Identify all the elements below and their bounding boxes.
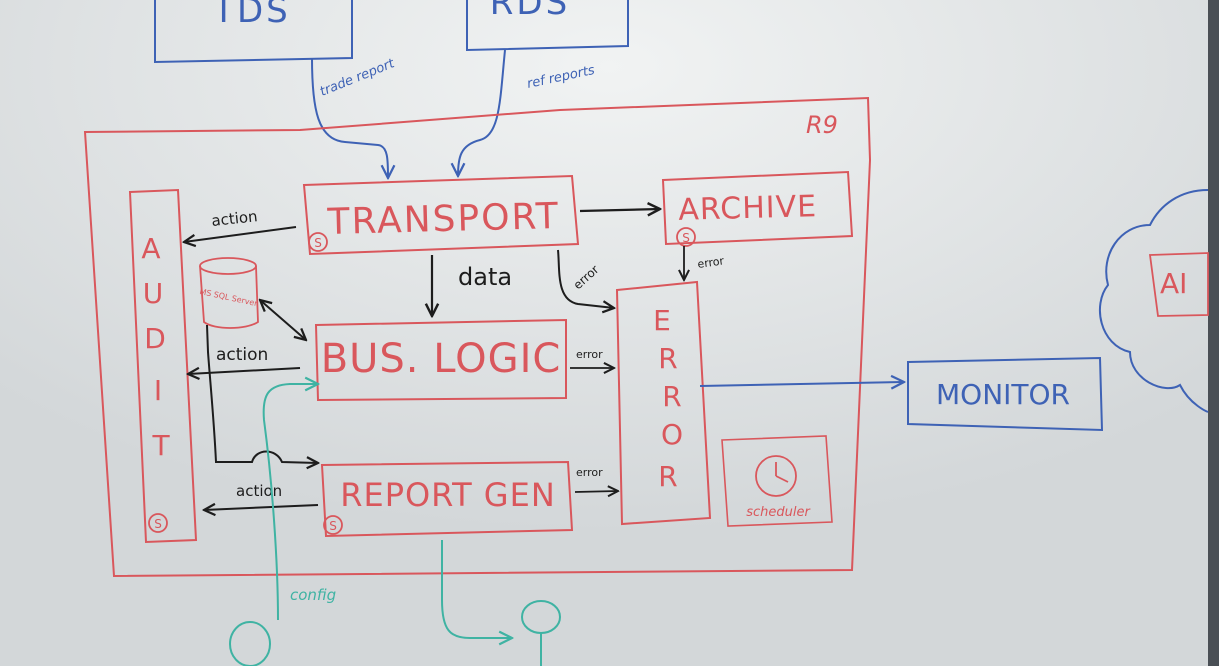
error-letter-r2: R — [662, 380, 681, 413]
audit-letter-t: T — [151, 429, 170, 462]
error-letter-e: E — [653, 304, 671, 337]
error-box: E R R O R — [615, 280, 712, 526]
error-letter-r3: R — [658, 460, 677, 493]
clock-icon — [755, 455, 797, 497]
action-label-top: action — [211, 207, 259, 230]
bus-logic-box: BUS. LOGIC — [314, 318, 567, 402]
scheduler-box: scheduler — [721, 435, 833, 527]
db-report-arrow — [206, 324, 318, 463]
monitor-box: MONITOR — [907, 356, 1104, 432]
audit-letter-a: A — [141, 232, 160, 265]
rds-label: RDS — [490, 0, 570, 23]
report-gen-label: REPORT GEN — [340, 476, 556, 514]
archive-service-mark — [676, 227, 696, 247]
rds-box: RDS — [466, 0, 629, 52]
audit-service-mark — [148, 513, 168, 533]
transport-audit-arrow — [184, 226, 297, 242]
report-error-arrow — [574, 491, 618, 492]
transport-error-arrow — [557, 249, 614, 308]
transport-archive-arrow — [579, 209, 660, 211]
action-label-mid: action — [216, 345, 268, 365]
archive-label: ARCHIVE — [678, 189, 818, 228]
error-monitor-arrow — [699, 382, 904, 386]
corner-mark: R9 — [806, 111, 838, 139]
transport-service-mark — [308, 232, 328, 252]
audit-box: A U D I T S — [128, 188, 198, 544]
monitor-label: MONITOR — [936, 378, 1070, 411]
db-bus-arrow — [260, 300, 306, 340]
scheduler-label: scheduler — [746, 505, 811, 520]
transport-service-letter: S — [314, 236, 322, 250]
error-letter-r1: R — [658, 342, 677, 375]
config-arrow — [262, 384, 318, 621]
tds-box: TDS — [154, 0, 353, 64]
trade-report-arrow — [311, 57, 388, 178]
report-gen-box: REPORT GEN S — [320, 460, 574, 538]
audit-service-letter: S — [154, 517, 162, 531]
error-label-bus: error — [576, 348, 603, 361]
archive-service-letter: S — [682, 231, 690, 245]
audit-letter-d: D — [144, 322, 166, 355]
tds-label: TDS — [212, 0, 291, 31]
report-output-arrow — [441, 540, 512, 638]
ref-report-arrow — [458, 49, 506, 176]
board-edge — [1208, 0, 1219, 666]
transport-box: TRANSPORT S — [302, 174, 580, 256]
error-label-report: error — [576, 466, 603, 479]
action-label-bottom: action — [236, 482, 282, 500]
audit-letter-i: I — [154, 374, 162, 407]
config-label: config — [290, 586, 336, 604]
error-letter-o: O — [661, 418, 683, 451]
archive-box: ARCHIVE S — [661, 170, 854, 247]
report-gen-service-letter: S — [329, 519, 337, 533]
bus-logic-label: BUS. LOGIC — [321, 336, 562, 382]
cloud-box-label: AI — [1160, 267, 1187, 300]
config-source-circle — [229, 621, 271, 666]
data-label: data — [458, 263, 512, 291]
bus-audit-arrow — [188, 368, 301, 374]
system-boundary — [83, 96, 872, 578]
audit-letter-u: U — [143, 277, 164, 310]
report-gen-service-mark — [323, 515, 343, 535]
error-label-archive: error — [697, 254, 726, 271]
report-audit-arrow — [204, 505, 319, 510]
transport-label: TRANSPORT — [326, 196, 560, 243]
cloud-shape: AI — [1099, 189, 1209, 413]
